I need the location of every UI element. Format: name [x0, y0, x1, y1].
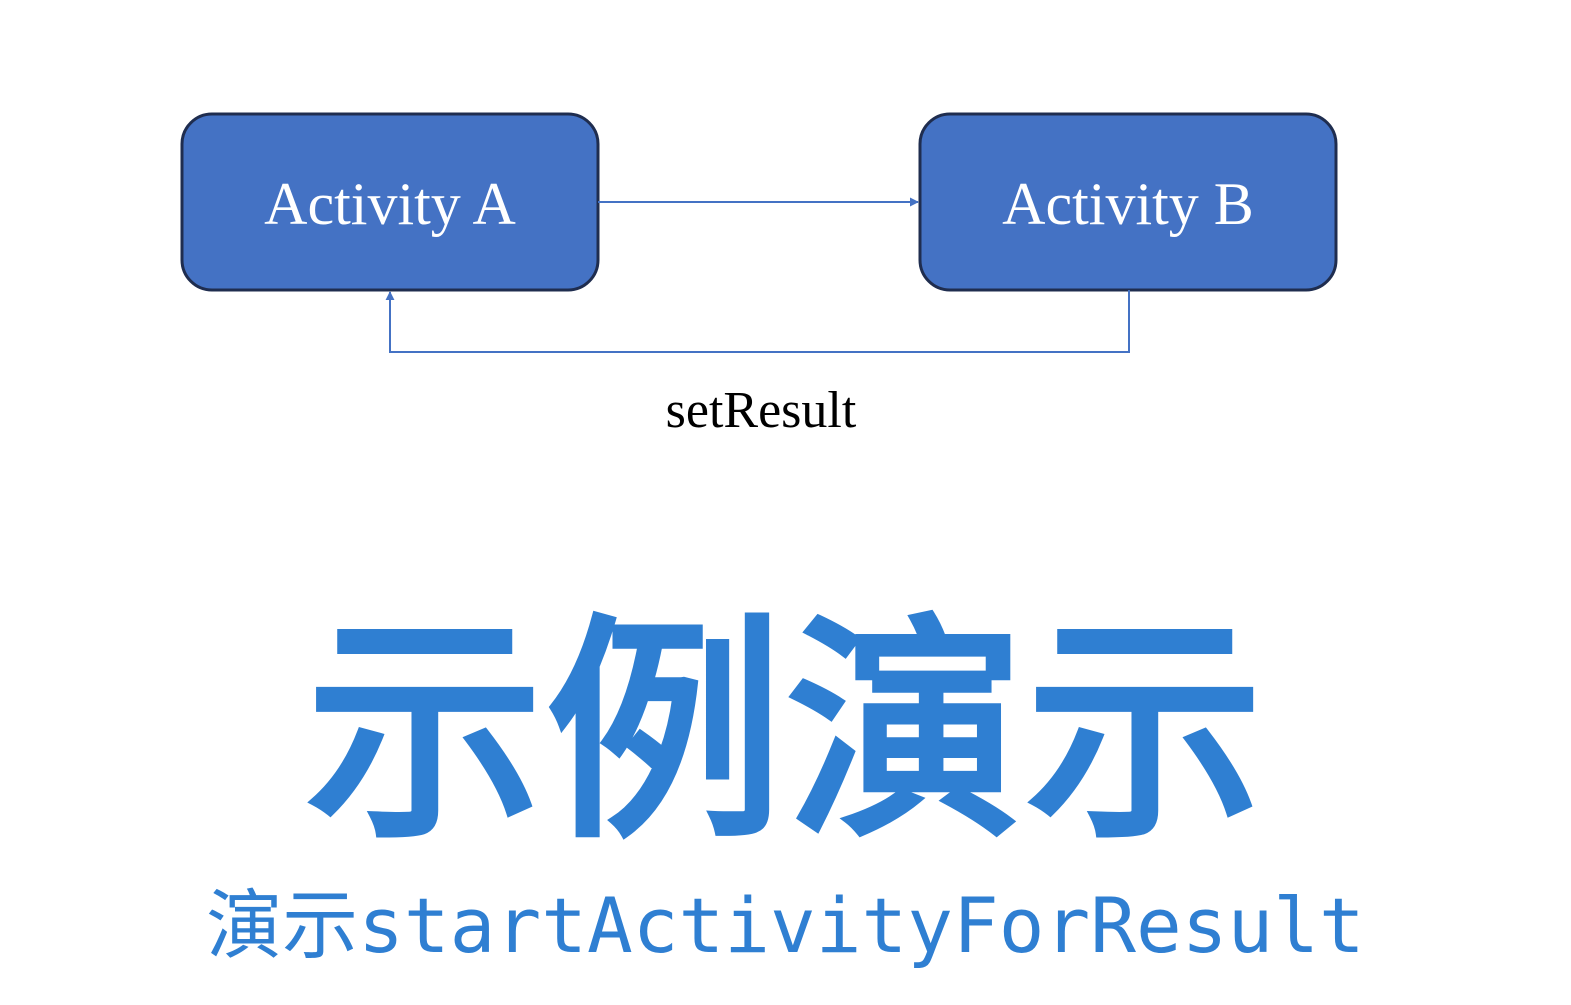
node-activity-b: Activity B [918, 112, 1338, 292]
edge-b-to-a-label: setResult [666, 382, 857, 439]
node-activity-a-label: Activity A [264, 171, 516, 237]
subtitle-text: 演示startActivityForResult [206, 881, 1365, 970]
activity-flow-diagram: Activity A Activity B setResult [180, 112, 1338, 439]
edge-b-to-a [385, 290, 1130, 353]
headline-title: 示例演示 [305, 595, 1266, 872]
node-activity-a: Activity A [180, 112, 600, 292]
node-activity-b-label: Activity B [1002, 171, 1254, 237]
